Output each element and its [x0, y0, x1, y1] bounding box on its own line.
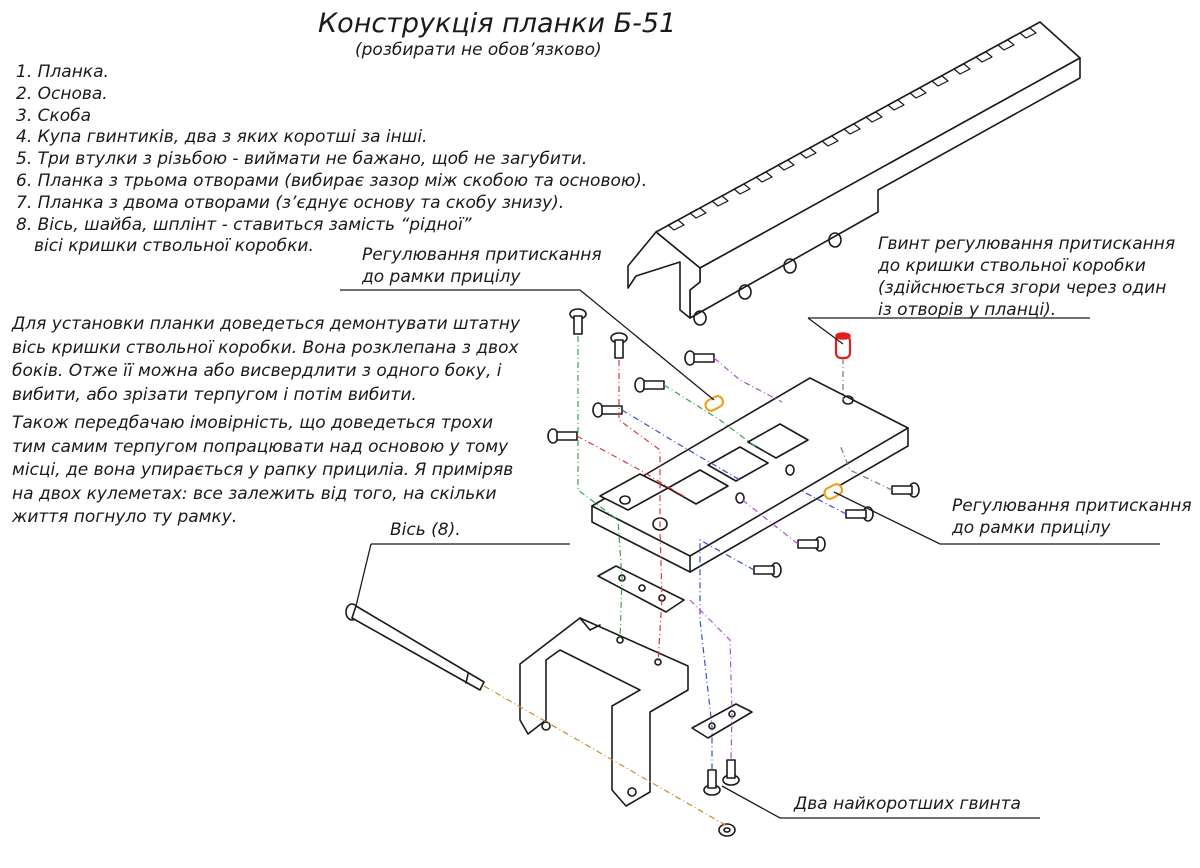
- callout-adjust-right: Регулювання притискання до рамки прицілу: [952, 496, 1192, 538]
- plate-two-holes: [691, 703, 753, 739]
- bracket-part: [519, 617, 689, 807]
- parts-list-item: 2. Основа.: [16, 83, 108, 104]
- threaded-bushing-red: [834, 332, 852, 360]
- axis-pin: [345, 603, 485, 691]
- diagram-subtitle: (розбирати не обов’язково): [355, 40, 602, 60]
- assembly-guides: [483, 336, 893, 827]
- parts-list: 1. Планка. 2. Основа. 3. Скоба 4. Купа г…: [16, 62, 647, 258]
- diagram-title: Конструкція планки Б-51: [318, 8, 677, 39]
- fitting-note: Також передбачаю імовірність, що доведет…: [12, 413, 514, 527]
- parts-list-item: 5. Три втулки з різьбою - виймати не баж…: [16, 149, 588, 170]
- parts-list-item: 8. Вісь, шайба, шплінт - ставиться заміс…: [16, 214, 472, 235]
- parts-list-item: 1. Планка.: [16, 62, 109, 82]
- parts-list-continuation: вісі кришки ствольної коробки.: [34, 236, 314, 257]
- parts-list-item: 6. Планка з трьома отворами (вибирає заз…: [16, 170, 648, 191]
- threaded-bushing-orange-right: [823, 483, 844, 500]
- callout-short-screws: Два найкоротших гвинта: [794, 794, 1021, 814]
- parts-list-item: 7. Планка з двома отворами (з’єднує осно…: [16, 192, 565, 213]
- callout-adjustment-screw: Гвинт регулювання притискання до кришки …: [878, 234, 1176, 320]
- callout-axis: Вісь (8).: [390, 520, 461, 540]
- installation-note: Для установки планки доведеться демонтув…: [12, 314, 520, 405]
- base-part: [591, 377, 909, 573]
- parts-list-item: 4. Купа гвинтиків, два з яких коротші за…: [16, 127, 428, 148]
- parts-list-item: 3. Скоба: [16, 105, 92, 126]
- callout-leaders: [340, 289, 1160, 819]
- washer: [718, 823, 736, 837]
- rail-part: [627, 21, 1081, 326]
- plate-three-holes: [597, 565, 685, 613]
- callout-adjust-top: Регулювання притискання до рамки прицілу: [362, 245, 602, 287]
- threaded-bushing-orange-left: [704, 395, 725, 412]
